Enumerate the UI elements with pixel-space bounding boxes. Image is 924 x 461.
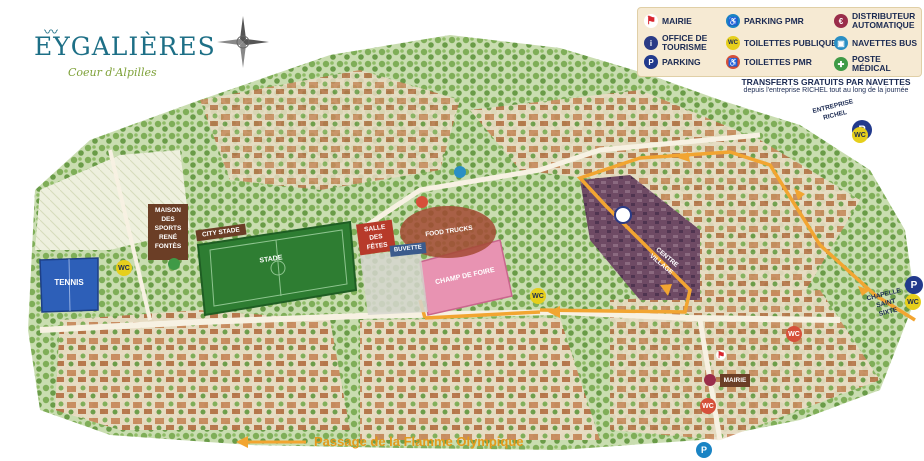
arrow-left-icon bbox=[236, 435, 306, 448]
atm-icon: € bbox=[834, 14, 848, 28]
tourism-office-pin-icon[interactable] bbox=[614, 206, 632, 224]
mairie-sign: MAIRIE bbox=[720, 374, 750, 387]
wc-icon: WC bbox=[726, 36, 740, 50]
tourism-office-icon: i bbox=[644, 36, 658, 50]
bird-icon: 〰 bbox=[44, 24, 58, 40]
wc-pmr-pin-mairie[interactable]: WC bbox=[700, 398, 716, 414]
legend-label: PARKING PMR bbox=[744, 15, 804, 26]
atm-pin-icon[interactable] bbox=[704, 374, 716, 386]
wc-pmr-pin-east[interactable]: WC bbox=[786, 326, 802, 342]
housing-south-west bbox=[55, 310, 350, 430]
legend-parking: P PARKING bbox=[644, 55, 701, 69]
parking-icon: P bbox=[644, 55, 658, 69]
legend-label: OFFICE DE TOURISME bbox=[662, 33, 708, 52]
disabled-wc-icon: ♿ bbox=[726, 55, 740, 69]
legend-label: NAVETTES BUS bbox=[852, 37, 918, 48]
tennis-label: TENNIS bbox=[54, 278, 84, 287]
maison-des-sports-sign: MAISON DES SPORTS RENÉ FONTÈS bbox=[148, 204, 188, 260]
flame-route bbox=[539, 150, 916, 322]
parking-pin-chapelle[interactable]: P bbox=[905, 276, 923, 294]
disabled-parking-icon: ♿ bbox=[726, 14, 740, 28]
logo-title: EYGALIÈRES bbox=[34, 32, 216, 61]
housing-east bbox=[470, 90, 860, 300]
eygalieres-logo: 〰 EYGALIÈRES Coeur d'Alpilles bbox=[28, 22, 215, 82]
legend-label: TOILETTES PMR bbox=[744, 56, 812, 67]
legend-mairie: ⚑ MAIRIE bbox=[644, 14, 692, 28]
housing-north bbox=[200, 70, 460, 190]
housing-south-east bbox=[610, 290, 880, 440]
legend-toilettes-publiques: WC TOILETTES PUBLIQUES bbox=[726, 36, 843, 50]
legend-label: DISTRIBUTEUR AUTOMATIQUE bbox=[852, 11, 916, 30]
mairie-flag-icon: ⚑ bbox=[716, 349, 726, 360]
legend-label: PARKING bbox=[662, 56, 701, 67]
flame-route-text: Passage de la Flamme Olympique bbox=[314, 434, 524, 449]
flame-route-caption: Passage de la Flamme Olympique bbox=[236, 434, 524, 449]
housing-south bbox=[360, 318, 600, 440]
legend-poste-medical: ✚ POSTE MÉDICAL bbox=[834, 55, 921, 73]
compass-rose-icon bbox=[217, 16, 269, 68]
legend-office-tourisme: i OFFICE DE TOURISME bbox=[644, 34, 718, 52]
logo-subtitle: Coeur d'Alpilles bbox=[68, 66, 157, 79]
legend-label: TOILETTES PUBLIQUES bbox=[744, 37, 843, 48]
transfer-subtitle: depuis l'entreprise RICHEL tout au long … bbox=[743, 87, 909, 94]
legend-parking-pmr: ♿ PARKING PMR bbox=[726, 14, 804, 28]
wc-pin-chapelle[interactable]: WC bbox=[905, 294, 921, 310]
legend-label: MAIRIE bbox=[662, 15, 692, 26]
wc-pin-champ[interactable]: WC bbox=[530, 288, 546, 304]
medical-pin-icon[interactable] bbox=[168, 258, 180, 270]
bus-stop-pin-icon[interactable] bbox=[454, 166, 466, 178]
bus-icon: ▣ bbox=[834, 36, 848, 50]
parking-pmr-pin[interactable]: P bbox=[696, 442, 712, 458]
transfer-title: TRANSFERTS GRATUITS PAR NAVETTES bbox=[741, 77, 911, 87]
flag-icon: ⚑ bbox=[644, 14, 658, 28]
legend-distributeur: € DISTRIBUTEUR AUTOMATIQUE bbox=[834, 12, 918, 30]
legend-toilettes-pmr: ♿ TOILETTES PMR bbox=[726, 55, 812, 69]
tennis-courts bbox=[39, 257, 99, 313]
shuttle-transfer-note: TRANSFERTS GRATUITS PAR NAVETTES depuis … bbox=[732, 77, 920, 94]
map-legend: ⚑ MAIRIE i OFFICE DE TOURISME P PARKING … bbox=[637, 7, 922, 77]
stadium-pitch bbox=[196, 220, 358, 317]
wc-pin-sports[interactable]: WC bbox=[116, 260, 132, 276]
legend-label: POSTE MÉDICAL bbox=[852, 54, 891, 73]
legend-navettes-bus: ▣ NAVETTES BUS bbox=[834, 36, 917, 50]
medical-icon: ✚ bbox=[834, 57, 848, 71]
disabled-wc-pin-icon[interactable] bbox=[416, 196, 428, 208]
wc-pin-richel[interactable]: WC bbox=[852, 127, 868, 143]
